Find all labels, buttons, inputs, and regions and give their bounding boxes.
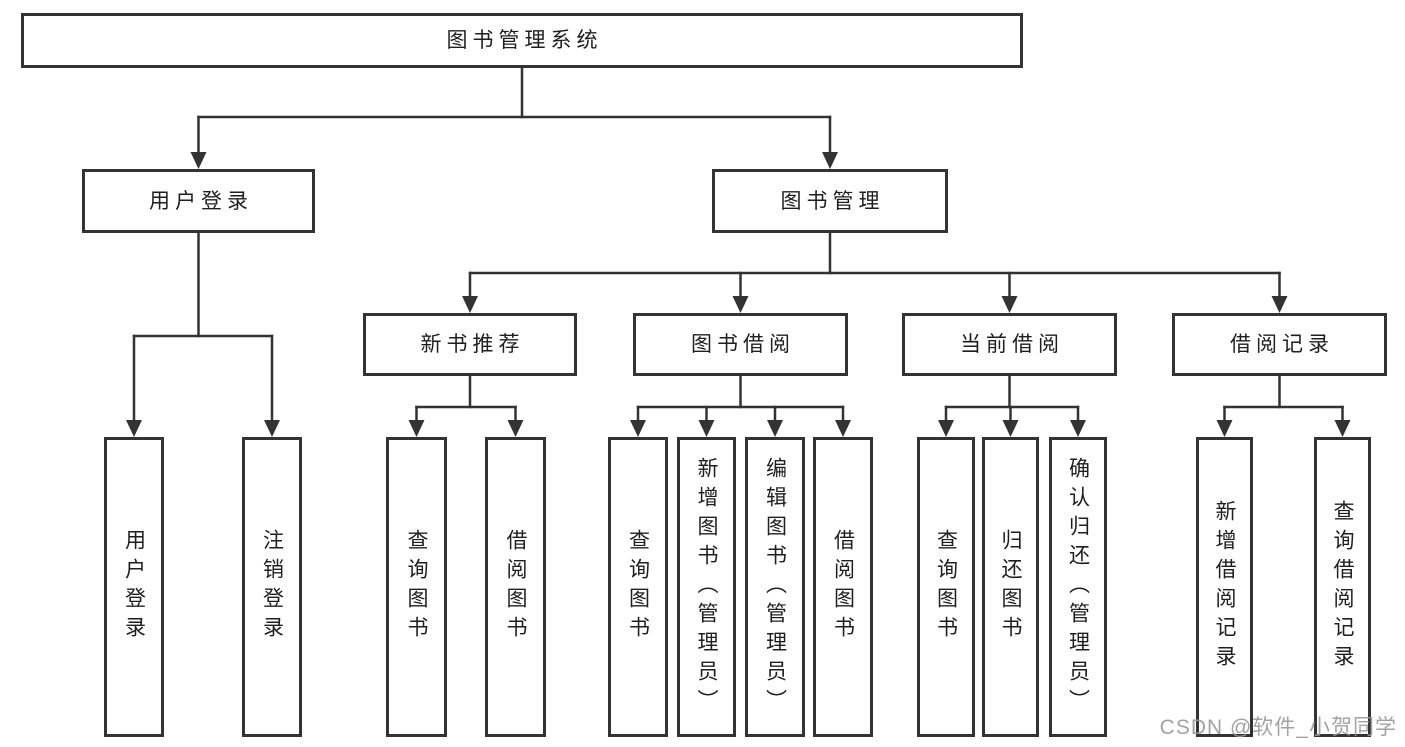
watermark: CSDN @软件_小贺同学 <box>1159 716 1397 739</box>
arrowhead-icon <box>408 420 425 437</box>
node-leaf-bw-borrow: 借阅图书 <box>813 437 873 737</box>
node-leaf-nb-query: 查询图书 <box>386 437 447 737</box>
node-label-leaf-nb-borrow: 借阅图书 <box>504 529 527 645</box>
arrowhead-icon <box>1070 420 1086 437</box>
node-label-leaf-bw-borrow: 借阅图书 <box>831 529 855 645</box>
node-label-leaf-bw-edit: 编辑图书（管理员） <box>763 456 787 718</box>
node-label-leaf-logout: 注销登录 <box>260 529 284 645</box>
node-label-leaf-rec-query: 查询借阅记录 <box>1331 500 1354 674</box>
node-leaf-cur-confirm: 确认归还（管理员） <box>1049 437 1107 737</box>
node-current-borrow: 当前借阅 <box>902 313 1117 376</box>
arrowhead-icon <box>264 420 280 437</box>
node-leaf-bw-edit: 编辑图书（管理员） <box>745 437 805 737</box>
node-leaf-user-login: 用户登录 <box>104 437 164 737</box>
node-label-leaf-user-login: 用户登录 <box>122 529 146 645</box>
arrowhead-icon <box>1216 420 1233 437</box>
node-leaf-logout: 注销登录 <box>242 437 302 737</box>
arrowhead-icon <box>938 420 954 437</box>
arrowhead-icon <box>835 420 851 437</box>
node-label-leaf-bw-add: 新增图书（管理员） <box>695 456 718 718</box>
node-label-book-borrow: 图书借阅 <box>691 333 795 356</box>
arrowhead-icon <box>698 420 715 437</box>
node-label-leaf-cur-return: 归还图书 <box>999 529 1022 645</box>
node-user-login: 用户登录 <box>82 169 315 233</box>
arrowhead-icon <box>190 152 207 169</box>
arrowhead-icon <box>767 420 783 437</box>
node-book-borrow: 图书借阅 <box>633 313 848 376</box>
arrowhead-icon <box>507 420 524 437</box>
node-leaf-rec-query: 查询借阅记录 <box>1314 437 1371 737</box>
node-leaf-cur-return: 归还图书 <box>982 437 1039 737</box>
arrowhead-icon <box>1271 296 1288 313</box>
node-label-leaf-cur-confirm: 确认归还（管理员） <box>1066 456 1090 718</box>
node-label-book-management: 图书管理 <box>780 189 885 213</box>
node-system: 图书管理系统 <box>21 13 1023 68</box>
node-leaf-nb-borrow: 借阅图书 <box>485 437 546 737</box>
arrowhead-icon <box>126 420 142 437</box>
node-book-management: 图书管理 <box>712 169 948 233</box>
node-label-leaf-cur-query: 查询图书 <box>934 529 958 645</box>
node-label-current-borrow: 当前借阅 <box>960 333 1064 356</box>
arrowhead-icon <box>1002 420 1019 437</box>
arrowhead-icon <box>732 296 749 313</box>
node-leaf-bw-query: 查询图书 <box>608 437 668 737</box>
node-label-leaf-nb-query: 查询图书 <box>405 529 428 645</box>
node-label-user-login: 用户登录 <box>149 189 253 213</box>
arrowhead-icon <box>1334 420 1351 437</box>
arrowhead-icon <box>1001 296 1018 313</box>
node-borrow-records: 借阅记录 <box>1172 313 1387 376</box>
node-label-borrow-records: 借阅记录 <box>1230 333 1334 356</box>
arrowhead-icon <box>462 296 478 313</box>
node-leaf-bw-add: 新增图书（管理员） <box>677 437 736 737</box>
node-leaf-cur-query: 查询图书 <box>917 437 975 737</box>
node-label-leaf-bw-query: 查询图书 <box>626 529 650 645</box>
node-label-leaf-rec-add: 新增借阅记录 <box>1213 500 1236 674</box>
arrowhead-icon <box>822 152 838 169</box>
node-label-new-book-recommend: 新书推荐 <box>420 333 525 356</box>
node-leaf-rec-add: 新增借阅记录 <box>1196 437 1253 737</box>
node-new-book-recommend: 新书推荐 <box>363 313 577 376</box>
node-label-system: 图书管理系统 <box>446 29 603 52</box>
arrowhead-icon <box>630 420 646 437</box>
